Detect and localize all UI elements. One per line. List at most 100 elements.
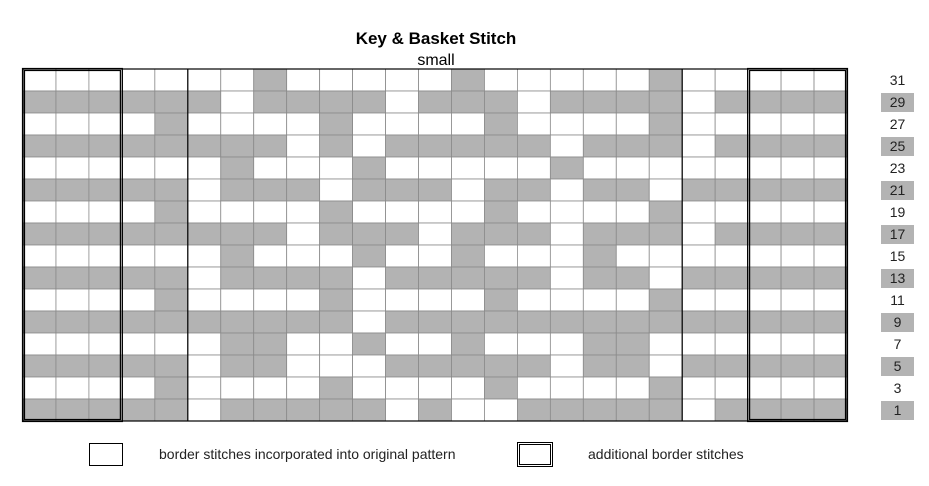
stitch-cell — [352, 112, 386, 136]
stitch-cell — [187, 90, 222, 114]
stitch-cell — [88, 90, 123, 114]
stitch-cell — [286, 156, 321, 180]
stitch-cell — [582, 288, 617, 312]
stitch-cell — [22, 310, 57, 334]
stitch-cell — [549, 178, 584, 202]
stitch-cell — [549, 222, 584, 246]
stitch-cell — [88, 134, 123, 158]
stitch-cell — [187, 222, 222, 246]
stitch-cell — [385, 90, 419, 114]
stitch-cell — [187, 112, 222, 136]
stitch-cell — [615, 178, 650, 202]
stitch-cell — [813, 90, 848, 114]
stitch-cell — [517, 156, 551, 180]
stitch-cell — [484, 112, 518, 136]
additional-border-outline — [21, 67, 123, 423]
stitch-cell — [484, 178, 518, 202]
stitch-cell — [187, 398, 222, 422]
stitch-cell — [615, 332, 650, 356]
stitch-cell — [220, 244, 255, 268]
stitch-cell — [418, 68, 452, 92]
row-number: 3 — [894, 380, 902, 396]
stitch-cell — [220, 134, 255, 158]
stitch-cell — [121, 156, 156, 180]
stitch-cell — [418, 398, 452, 422]
stitch-cell — [88, 266, 123, 290]
stitch-cell — [55, 244, 90, 268]
stitch-cell — [154, 222, 189, 246]
stitch-cell — [187, 288, 222, 312]
stitch-cell — [747, 200, 782, 224]
stitch-cell — [615, 266, 650, 290]
stitch-cell — [747, 222, 782, 246]
stitch-cell — [747, 156, 782, 180]
stitch-cell — [813, 112, 848, 136]
stitch-cell — [418, 310, 452, 334]
chart-subtitle: small — [417, 52, 455, 69]
stitch-cell — [549, 354, 584, 378]
stitch-cell — [319, 156, 354, 180]
stitch-cell — [780, 222, 815, 246]
row-number-highlight — [881, 313, 914, 332]
stitch-cell — [385, 222, 419, 246]
stitch-cell — [714, 244, 749, 268]
stitch-cell — [615, 156, 650, 180]
stitch-cell — [253, 288, 288, 312]
stitch-cell — [484, 90, 518, 114]
stitch-cell — [517, 90, 551, 114]
stitch-cell — [582, 244, 617, 268]
stitch-cell — [55, 134, 90, 158]
stitch-cell — [55, 222, 90, 246]
row-number-highlight — [881, 137, 914, 156]
stitch-cell — [549, 332, 584, 356]
stitch-cell — [352, 398, 386, 422]
stitch-cell — [22, 376, 57, 400]
stitch-cell — [187, 68, 222, 92]
row-number: 9 — [894, 314, 902, 330]
stitch-cell — [253, 90, 288, 114]
stitch-cell — [747, 398, 782, 422]
stitch-cell — [220, 68, 255, 92]
stitch-cell — [813, 398, 848, 422]
stitch-cell — [451, 112, 485, 136]
stitch-cell — [286, 288, 321, 312]
stitch-cell — [517, 398, 551, 422]
stitch-cell — [747, 310, 782, 334]
stitch-cell — [187, 156, 222, 180]
stitch-cell — [582, 68, 617, 92]
stitch-cell — [55, 354, 90, 378]
stitch-cell — [780, 112, 815, 136]
stitch-cell — [253, 134, 288, 158]
stitch-cell — [220, 200, 255, 224]
stitch-cell — [582, 178, 617, 202]
row-number: 7 — [894, 336, 902, 352]
row-number-highlight — [881, 357, 914, 376]
stitch-cell — [484, 200, 518, 224]
stitch-cell — [121, 266, 156, 290]
stitch-cell — [484, 222, 518, 246]
stitch-cell — [220, 310, 255, 334]
stitch-cell — [220, 112, 255, 136]
stitch-cell — [220, 178, 255, 202]
stitch-cell — [747, 178, 782, 202]
stitch-cell — [484, 376, 518, 400]
row-number-highlight — [881, 401, 914, 420]
stitch-cell — [517, 332, 551, 356]
stitch-cell — [286, 134, 321, 158]
stitch-cell — [714, 222, 749, 246]
stitch-cell — [385, 332, 419, 356]
stitch-cell — [484, 156, 518, 180]
stitch-cell — [352, 90, 386, 114]
stitch-cell — [813, 222, 848, 246]
stitch-cell — [648, 376, 683, 400]
stitch-cell — [121, 354, 156, 378]
stitch-cell — [286, 332, 321, 356]
stitch-cell — [154, 156, 189, 180]
stitch-cell — [582, 134, 617, 158]
row-number: 31 — [890, 72, 906, 88]
stitch-cell — [648, 244, 683, 268]
stitch-cell — [121, 178, 156, 202]
stitch-cell — [451, 68, 485, 92]
stitch-cell — [385, 200, 419, 224]
row-number: 27 — [890, 116, 906, 132]
